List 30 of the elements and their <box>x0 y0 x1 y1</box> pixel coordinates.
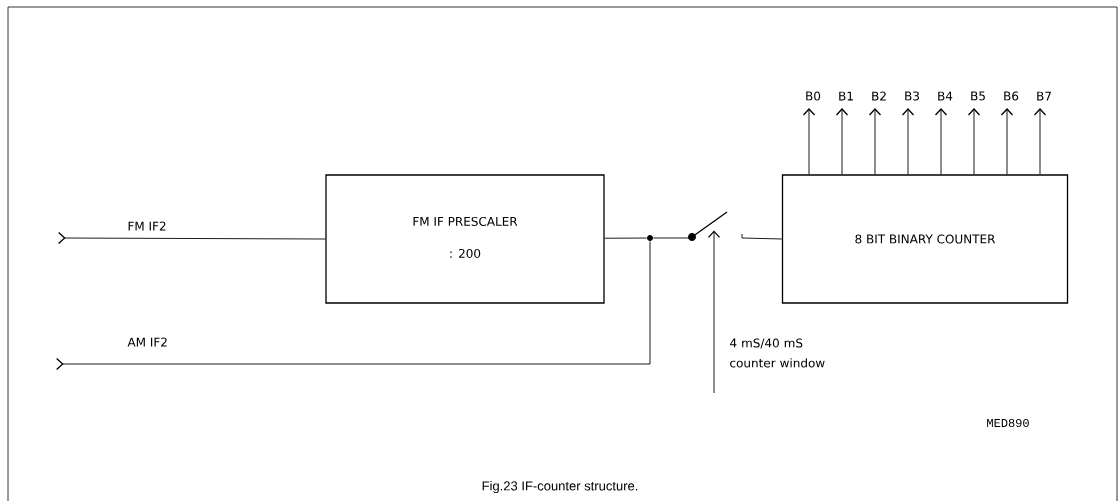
output-arrow <box>1000 108 1014 175</box>
connector-line <box>741 233 783 240</box>
edge-label: AM IF2 <box>126 336 169 348</box>
output-arrow <box>802 108 816 175</box>
edge-label: B6 <box>1002 90 1020 102</box>
edge-label: B5 <box>969 90 987 102</box>
output-arrow <box>1033 108 1047 175</box>
edge-label: B2 <box>870 90 888 102</box>
connector-line <box>604 237 647 239</box>
output-arrow <box>967 108 981 175</box>
control-arrow <box>707 230 721 394</box>
output-arrow <box>901 108 915 175</box>
edge-label: B4 <box>936 90 954 102</box>
output-arrow <box>835 108 849 175</box>
edge-label: B3 <box>903 90 921 102</box>
caption: Fig.23 IF-counter structure. <box>482 480 638 494</box>
edge-label: B0 <box>804 90 822 102</box>
switch-symbol <box>688 211 728 241</box>
edge-label: 4 mS/40 mS counter window <box>728 337 829 369</box>
counter-box: 8 BIT BINARY COUNTER <box>781 174 1069 304</box>
input-line <box>58 231 326 245</box>
output-arrow <box>934 108 948 175</box>
prescaler-box: FM IF PRESCALER : 200 <box>325 174 605 304</box>
output-arrow <box>868 108 882 175</box>
edge-label: FM IF2 <box>126 220 168 232</box>
edge-label: B7 <box>1035 90 1053 102</box>
connector-line <box>653 237 692 239</box>
edge-label: B1 <box>837 90 855 102</box>
input-line <box>56 241 651 371</box>
figure-code: MED890 <box>987 418 1029 428</box>
